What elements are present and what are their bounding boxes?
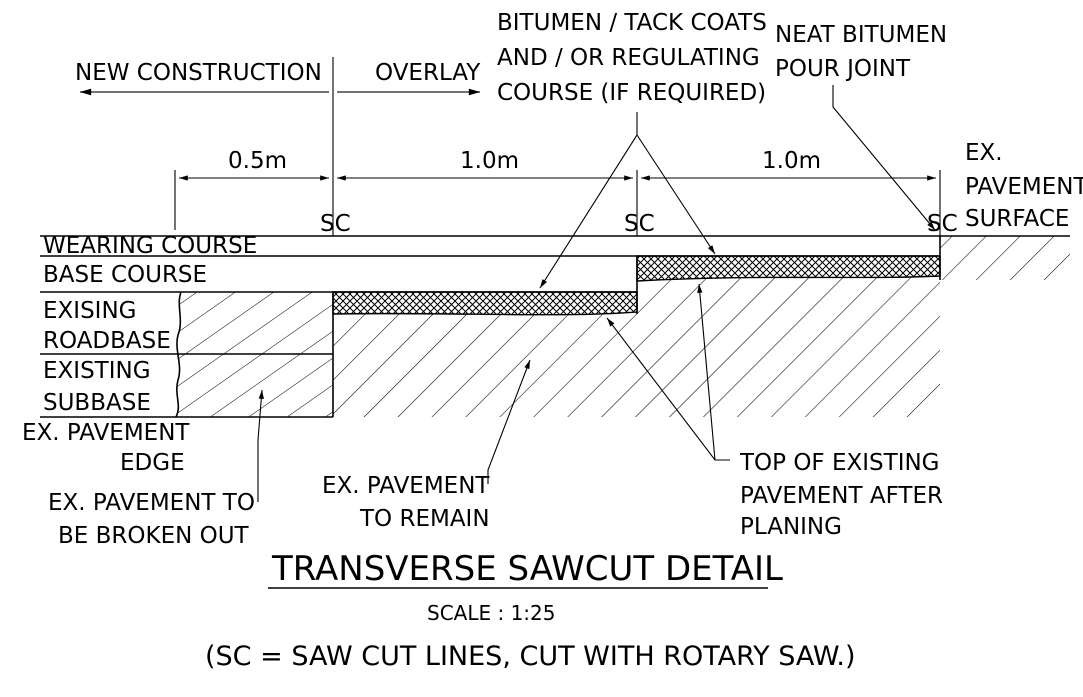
label-bitumen-1: BITUMEN / TACK COATS: [497, 10, 767, 36]
drawing-title: TRANSVERSE SAWCUT DETAIL: [271, 549, 783, 589]
label-ex-surface-1: EX.: [965, 140, 1003, 166]
label-ex-surface-3: SURFACE: [965, 206, 1069, 232]
label-dim-1-0m-b: 1.0m: [762, 148, 821, 174]
label-sc-2: SC: [624, 211, 655, 237]
label-broken-1: EX. PAVEMENT TO: [48, 490, 255, 516]
label-sc-1: SC: [320, 211, 351, 237]
label-bitumen-3: COURSE (IF REQUIRED): [497, 80, 766, 106]
label-ex-surface-2: PAVEMENT: [965, 174, 1083, 200]
existing-pavement-hatch: [333, 236, 1070, 417]
label-remain-1: EX. PAVEMENT: [322, 473, 490, 499]
layer-lines: [40, 235, 1070, 418]
drawing-note: (SC = SAW CUT LINES, CUT WITH ROTARY SAW…: [205, 641, 856, 672]
label-new-construction: NEW CONSTRUCTION: [75, 60, 322, 86]
label-bitumen-2: AND / OR REGULATING: [497, 45, 760, 71]
label-sc-3: SC: [927, 211, 958, 237]
labels: NEW CONSTRUCTION OVERLAY BITUMEN / TACK …: [22, 10, 1083, 549]
label-base-course: BASE COURSE: [43, 262, 207, 288]
label-remain-2: TO REMAIN: [359, 506, 490, 532]
label-top-3: PLANING: [740, 514, 842, 540]
label-dim-1-0m-a: 1.0m: [460, 148, 519, 174]
label-top-1: TOP OF EXISTING: [739, 450, 940, 476]
label-dim-0-5m: 0.5m: [228, 148, 287, 174]
label-edge-1: EX. PAVEMENT: [22, 420, 190, 446]
label-roadbase-2: ROADBASE: [43, 328, 171, 354]
label-neat-2: POUR JOINT: [775, 56, 911, 82]
leader-lines: [257, 85, 936, 502]
label-edge-2: EDGE: [120, 450, 185, 476]
label-top-2: PAVEMENT AFTER: [740, 483, 943, 509]
sawcut-lines: [174, 57, 941, 236]
regulating-course-layers: [332, 255, 941, 316]
label-neat-1: NEAT BITUMEN: [775, 22, 947, 48]
title-block: TRANSVERSE SAWCUT DETAIL SCALE : 1:25 (S…: [205, 549, 856, 672]
label-overlay: OVERLAY: [375, 60, 481, 86]
label-broken-2: BE BROKEN OUT: [58, 523, 250, 549]
label-roadbase-1: EXISING: [43, 298, 136, 324]
label-wearing-course: WEARING COURSE: [43, 233, 257, 259]
drawing-scale: SCALE : 1:25: [427, 601, 556, 625]
label-subbase-1: EXISTING: [43, 358, 151, 384]
dimension-lines: [80, 88, 936, 181]
label-subbase-2: SUBBASE: [43, 390, 151, 416]
